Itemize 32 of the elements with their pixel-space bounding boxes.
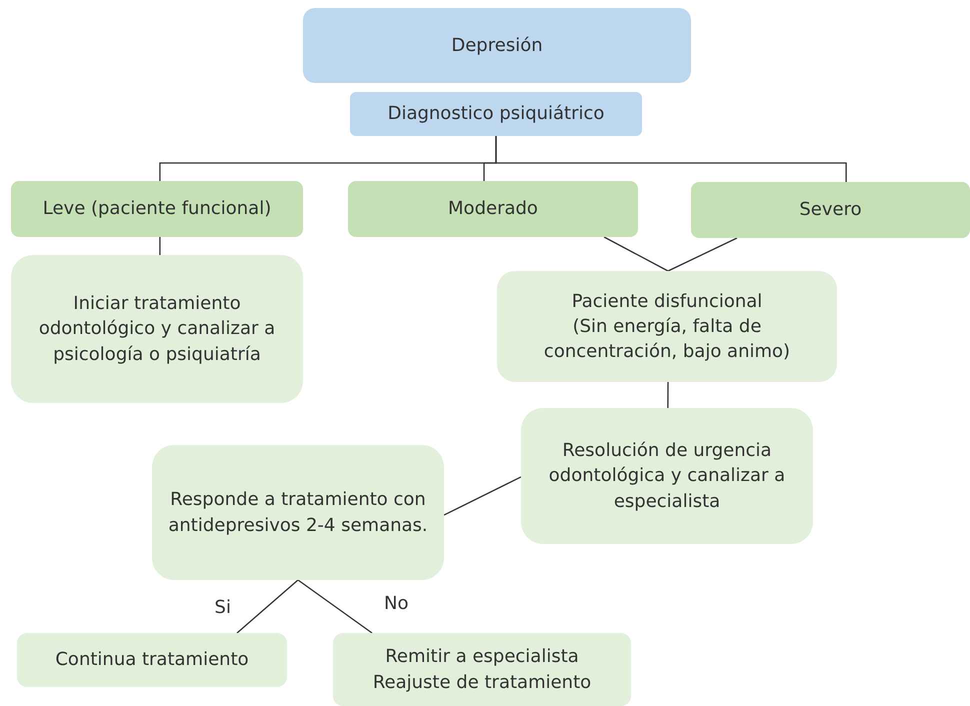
- node-text: Leve (paciente funcional): [42, 197, 272, 222]
- process-box: [521, 408, 813, 544]
- node-heading: Remitir a especialista: [385, 645, 579, 670]
- node-text: Reajuste de tratamiento: [372, 670, 592, 694]
- node-text: Severo: [799, 198, 862, 222]
- connector-line: [298, 579, 372, 634]
- category-box: [11, 181, 303, 237]
- process-box: [11, 255, 303, 403]
- connector-line: [444, 476, 522, 516]
- category-box: [348, 181, 638, 237]
- node-text: Moderado: [448, 197, 538, 222]
- decision-box: [152, 445, 444, 580]
- process-box: [17, 633, 287, 687]
- node-text: Diagnostico psiquiátrico: [388, 102, 604, 126]
- connector-line: [495, 136, 847, 182]
- node-text: Continua tratamiento: [55, 648, 249, 672]
- process-box: [333, 633, 631, 706]
- node-text: Iniciar tratamiento odontológico y canalizar a psicología o psiquiatría: [38, 292, 276, 367]
- process-box: [497, 271, 837, 382]
- connector-line: [159, 237, 161, 255]
- category-box: [691, 182, 970, 238]
- node-text: Responde a tratamiento con antidepresivos 2-4 semanas.: [167, 488, 429, 538]
- connector-line: [604, 236, 668, 272]
- node-text: (Sin energía, falta de concentración, bajo animo): [542, 314, 792, 364]
- title-box: [303, 8, 691, 83]
- connector-line: [236, 580, 298, 634]
- connector-line: [668, 237, 738, 272]
- node-heading: Paciente disfuncional: [572, 290, 762, 314]
- process-box: [350, 92, 642, 136]
- node-text: Depresión: [451, 34, 543, 58]
- node-text: Resolución de urgencia odontológica y canalizar a especialista: [548, 439, 786, 514]
- connector-line: [667, 382, 669, 408]
